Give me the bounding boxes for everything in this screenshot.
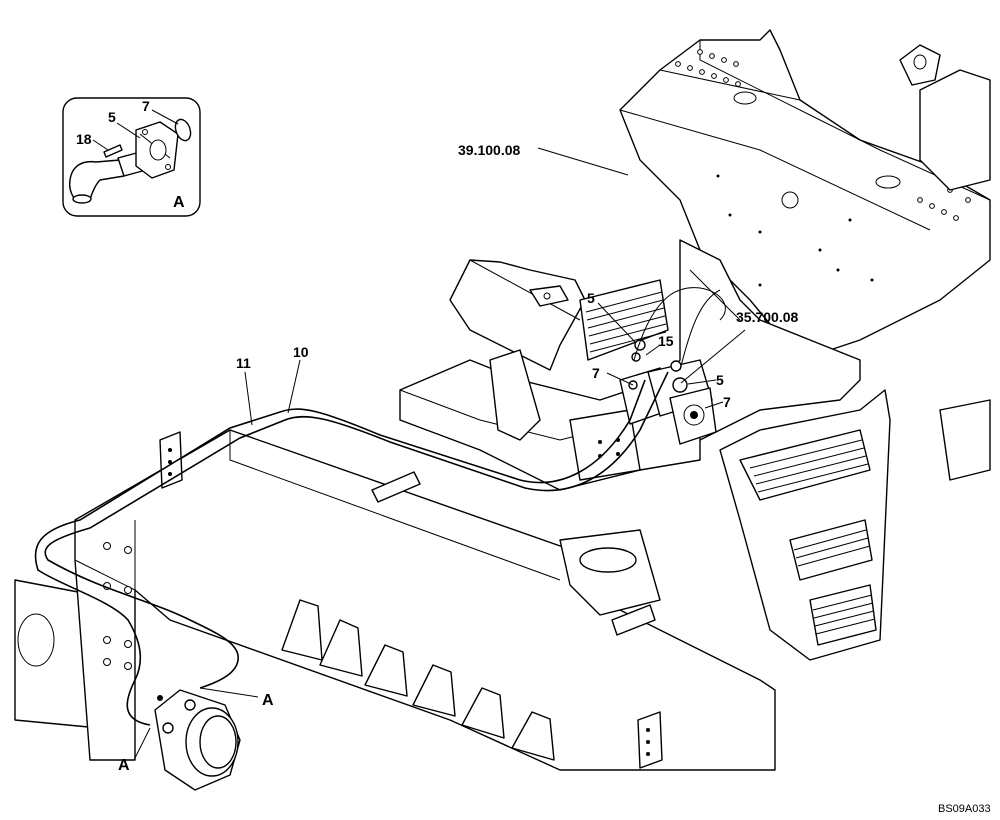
- detail-label-a: A: [173, 194, 185, 211]
- chassis-holes: [17, 542, 132, 670]
- hydraulic-hoses: [34, 287, 726, 726]
- drive-motor: [154, 689, 241, 791]
- hose-11: [34, 379, 646, 726]
- callout-10: 10: [293, 344, 309, 360]
- bolt: [103, 144, 123, 158]
- view-a-marker-right: A: [262, 692, 274, 709]
- callout-5: 5: [108, 109, 116, 125]
- leader-lines: [133, 147, 746, 761]
- main-chassis: [14, 429, 776, 791]
- hose-clamp-left: [159, 431, 183, 489]
- gussets: [281, 599, 555, 761]
- callout-5-upper: 5: [587, 290, 595, 306]
- callout-18: 18: [76, 131, 92, 147]
- grating-panel: [579, 279, 669, 361]
- view-a-marker-left: A: [118, 757, 130, 774]
- callout-7-right: 7: [723, 394, 731, 410]
- ref-39-100-08: 39.100.08: [458, 142, 520, 158]
- callout-15: 15: [658, 333, 674, 349]
- o-ring: [174, 118, 192, 142]
- callout-5-right: 5: [716, 372, 724, 388]
- callout-7-left: 7: [592, 365, 600, 381]
- valve-block-assembly: [619, 339, 717, 445]
- callout-7: 7: [142, 98, 150, 114]
- ref-35-700-08: 35.700.08: [736, 309, 798, 325]
- hose-clamp-right: [611, 604, 656, 636]
- elbow-fitting: [68, 159, 125, 201]
- hose-clamp-lower: [637, 711, 663, 769]
- detail-view-a: 18 5 7 A: [62, 97, 201, 217]
- figure-code: BS09A033: [938, 803, 991, 815]
- hose-10: [44, 371, 669, 689]
- access-steps: [719, 389, 891, 661]
- hose-clamp-middle: [371, 471, 421, 503]
- callout-11: 11: [236, 355, 251, 371]
